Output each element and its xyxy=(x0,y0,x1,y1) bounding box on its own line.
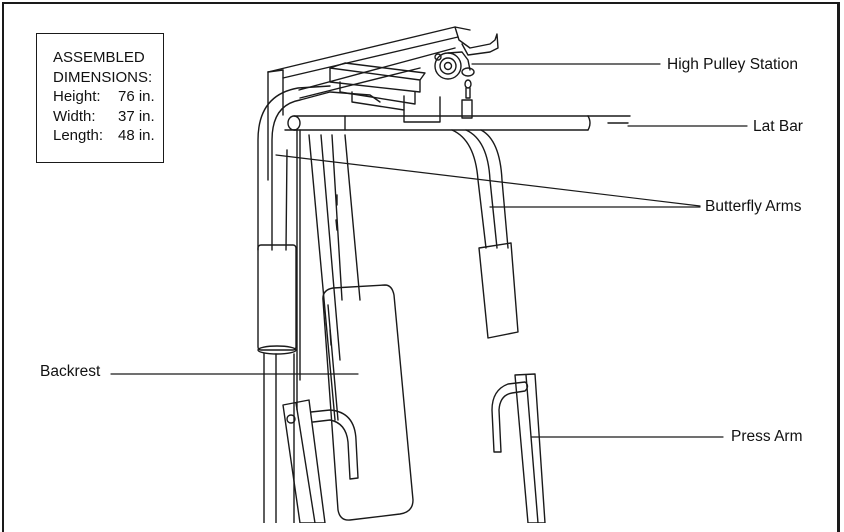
top-carriage xyxy=(299,62,441,123)
assembled-dimensions-box: ASSEMBLED DIMENSIONS: Height: 76 in. Wid… xyxy=(36,33,164,163)
callout-high-pulley-station: High Pulley Station xyxy=(667,56,798,73)
leader-butterfly-arms-left xyxy=(275,154,701,207)
dimension-value: 48 in. xyxy=(118,127,155,144)
dimension-row-height: Height: 76 in. xyxy=(53,87,163,107)
lat-bar xyxy=(287,115,631,131)
dimension-key: Length: xyxy=(53,127,104,144)
dimensions-heading-line1: ASSEMBLED xyxy=(53,49,145,66)
dimension-key: Width: xyxy=(53,107,96,125)
backrest-pad xyxy=(322,284,414,521)
dimension-row-length: Length: 48 in. xyxy=(53,126,163,146)
press-arm xyxy=(491,373,546,523)
dimension-value: 37 in. xyxy=(118,107,155,125)
lower-left-handle xyxy=(282,399,359,523)
callout-press-arm: Press Arm xyxy=(731,428,803,445)
left-butterfly-arm xyxy=(257,85,331,523)
callout-leaders xyxy=(110,63,748,438)
dimensions-heading-line2: DIMENSIONS: xyxy=(53,68,153,86)
high-pulley xyxy=(434,51,475,119)
dimension-row-width: Width: 37 in. xyxy=(53,107,163,127)
dimension-value: 76 in. xyxy=(118,88,155,105)
dimension-key: Height: xyxy=(53,88,101,105)
callout-butterfly-arms: Butterfly Arms xyxy=(705,198,802,215)
callout-lat-bar: Lat Bar xyxy=(753,118,803,135)
right-butterfly-arm xyxy=(451,129,519,339)
top-frame xyxy=(267,26,499,181)
callout-backrest: Backrest xyxy=(40,363,101,380)
